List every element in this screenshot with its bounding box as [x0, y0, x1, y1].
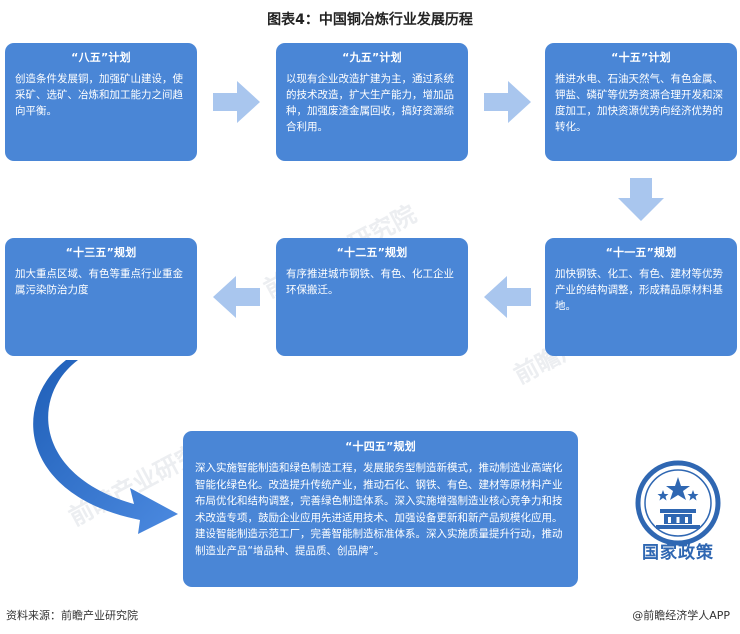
stage-title: “十二五”规划	[336, 246, 408, 259]
arrow-left-icon	[213, 276, 260, 318]
source-note: 资料来源：前瞻产业研究院	[6, 609, 138, 622]
stage-title: “八五”计划	[71, 51, 131, 64]
stage-title: “十四五”规划	[345, 440, 416, 453]
stage-description: 加大重点区域、有色等重点行业重金属污染防治力度	[15, 268, 183, 296]
stage-card-10th-plan: “十五”计划 推进水电、石油天然气、有色金属、钾盐、磷矿等优势资源合理开发和深度…	[545, 43, 737, 161]
stage-card-14th-plan: “十四五”规划 深入实施智能制造和绿色制造工程，发展服务型制造新模式，推动制造业…	[183, 431, 578, 587]
stage-title: “十五”计划	[611, 51, 671, 64]
stage-card-13th-plan: “十三五”规划 加大重点区域、有色等重点行业重金属污染防治力度	[5, 238, 197, 356]
arrow-down-icon	[618, 178, 664, 221]
stage-card-12th-plan: “十二五”规划 有序推进城市钢铁、有色、化工企业环保搬迁。	[276, 238, 468, 356]
stage-description: 创造条件发展铜，加强矿山建设，使采矿、选矿、冶炼和加工能力之间趋向平衡。	[15, 73, 183, 117]
national-emblem-icon	[635, 460, 721, 546]
stage-title: “九五”计划	[342, 51, 402, 64]
curved-arrow-icon	[33, 360, 178, 534]
credit-note: @前瞻经济学人APP	[632, 609, 730, 622]
stage-description: 以现有企业改造扩建为主，通过系统的技术改造，扩大生产能力，增加品种，加强废渣金属…	[286, 73, 454, 133]
stage-card-8th-plan: “八五”计划 创造条件发展铜，加强矿山建设，使采矿、选矿、冶炼和加工能力之间趋向…	[5, 43, 197, 161]
stage-card-11th-plan: “十一五”规划 加快钢铁、化工、有色、建材等优势产业的结构调整，形成精品原材料基…	[545, 238, 737, 356]
arrow-left-icon	[484, 276, 531, 318]
stage-description: 推进水电、石油天然气、有色金属、钾盐、磷矿等优势资源合理开发和深度加工，加快资源…	[555, 73, 723, 133]
emblem-label: 国家政策	[642, 543, 714, 563]
stage-title: “十三五”规划	[65, 246, 137, 259]
stage-title: “十一五”规划	[605, 246, 677, 259]
arrow-right-icon	[213, 81, 260, 123]
chart-title: 图表4：中国铜冶炼行业发展历程	[267, 12, 473, 28]
stage-description: 有序推进城市钢铁、有色、化工企业环保搬迁。	[286, 268, 454, 296]
arrow-right-icon	[484, 81, 531, 123]
stage-card-9th-plan: “九五”计划 以现有企业改造扩建为主，通过系统的技术改造，扩大生产能力，增加品种…	[276, 43, 468, 161]
stage-description: 加快钢铁、化工、有色、建材等优势产业的结构调整，形成精品原材料基地。	[555, 268, 723, 312]
stage-description: 深入实施智能制造和绿色制造工程，发展服务型制造新模式，推动制造业高端化智能化绿色…	[195, 462, 563, 557]
